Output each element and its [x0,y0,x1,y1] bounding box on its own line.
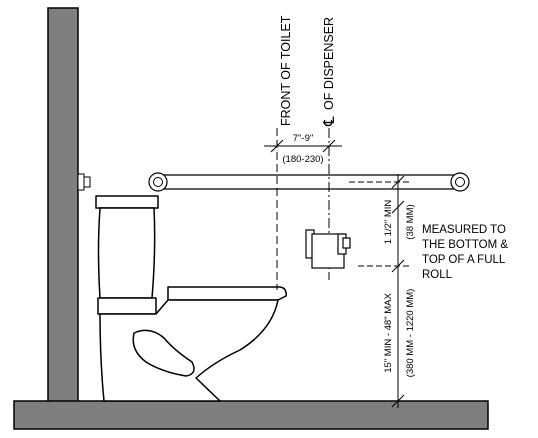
toilet [95,195,287,402]
floor-slab [13,400,489,430]
gap-metric-label: (38 MM) [405,204,416,239]
offset-dimension [264,139,342,153]
note-line: ROLL [422,269,453,281]
height-imperial-label: 15" MIN - 48" MAX [383,293,394,373]
centerline-symbol: ℄ [321,116,338,127]
grab-bar [77,172,470,192]
side-wall [47,7,79,403]
gap-imperial-label: 1 1/2" MIN [383,200,394,245]
offset-imperial-label: 7"-9" [293,133,313,144]
offset-metric-label: (180-230) [282,154,323,165]
toilet-paper-dispenser [305,229,351,269]
of-dispenser-label: OF DISPENSER [322,17,336,110]
vertical-dimension-lines [391,174,405,408]
height-metric-label: (380 MM - 1220 MM) [405,289,416,378]
front-of-toilet-label: FRONT OF TOILET [279,15,293,126]
note-line: THE BOTTOM & [422,239,508,251]
note-line: MEASURED TO [422,224,506,236]
measurement-note: MEASURED TO THE BOTTOM & TOP OF A FULL R… [422,224,508,281]
note-line: TOP OF A FULL [422,254,506,266]
